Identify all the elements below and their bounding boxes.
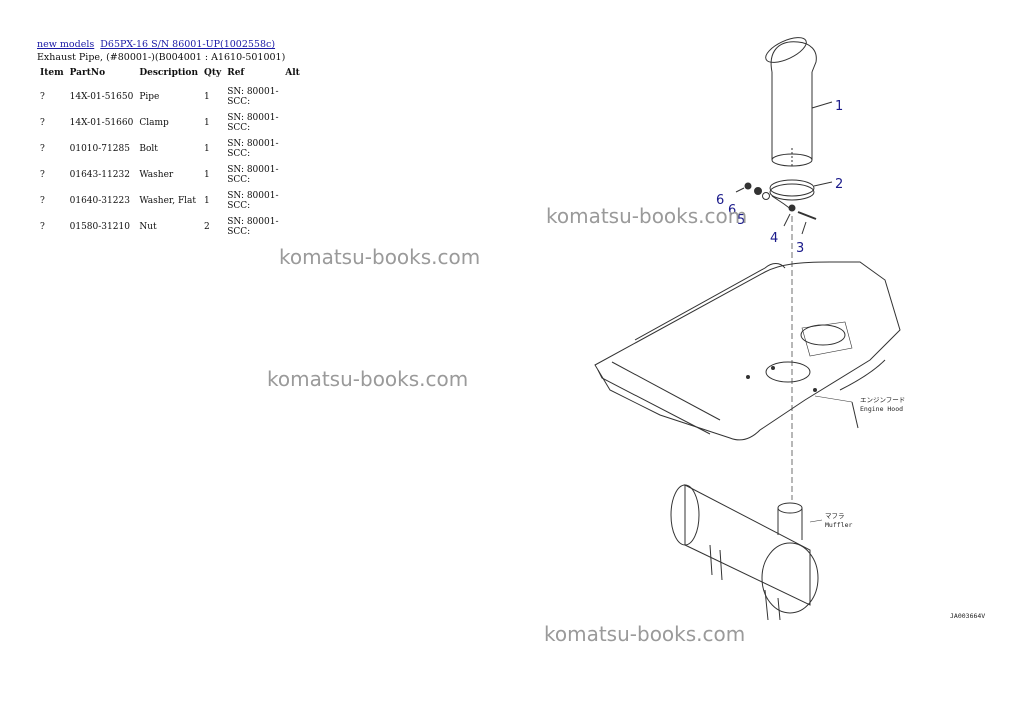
cell-description: Bolt bbox=[139, 144, 158, 154]
table-header-row: Item PartNo Description Qty Ref Alt bbox=[37, 66, 303, 84]
cell-description: Washer bbox=[139, 170, 174, 180]
callout-4: 4 bbox=[770, 231, 778, 246]
cell-ref: SN: 80001-SCC: bbox=[227, 113, 279, 133]
cell-qty: 1 bbox=[203, 170, 210, 180]
fasteners-drawing bbox=[735, 182, 817, 235]
cell-item: ? bbox=[40, 222, 45, 232]
cell-partno: 14X-01-51660 bbox=[69, 118, 134, 128]
cell-item: ? bbox=[40, 170, 45, 180]
clamp-drawing bbox=[769, 179, 833, 211]
engine-hood-label-jp: エンジンフード bbox=[860, 396, 905, 404]
table-row: ? 01640-31223 Washer, Flat 1 SN: 80001-S… bbox=[37, 188, 303, 214]
header-item: Item bbox=[40, 68, 64, 78]
watermark: komatsu-books.com bbox=[267, 367, 469, 391]
cell-description: Washer, Flat bbox=[139, 196, 197, 206]
callout-2: 2 bbox=[835, 177, 843, 192]
header-alt: Alt bbox=[285, 68, 300, 78]
cell-partno: 01010-71285 bbox=[69, 144, 130, 154]
page-subtitle: Exhaust Pipe, (#80001-)(B004001 : A1610-… bbox=[37, 52, 286, 63]
table-row: ? 14X-01-51650 Pipe 1 SN: 80001-SCC: bbox=[37, 84, 303, 110]
cell-alt bbox=[282, 136, 303, 162]
cell-partno: 01580-31210 bbox=[69, 222, 130, 232]
cell-qty: 1 bbox=[203, 92, 210, 102]
cell-item: ? bbox=[40, 92, 45, 102]
cell-qty: 2 bbox=[203, 222, 210, 232]
engine-hood-label-en: Engine Hood bbox=[860, 405, 903, 413]
exhaust-diagram: 1 2 3 4 5 6 6 エンジンフード Engine Hood マフラ Mu… bbox=[594, 37, 985, 621]
header-description: Description bbox=[139, 68, 198, 78]
breadcrumb: new models D65PX-16 S/N 86001-UP(1002558… bbox=[37, 39, 278, 50]
cell-item: ? bbox=[40, 144, 45, 154]
callout-3: 3 bbox=[796, 241, 804, 256]
cell-alt bbox=[282, 162, 303, 188]
callout-6b: 6 bbox=[716, 193, 724, 208]
cell-partno: 01643-11232 bbox=[69, 170, 130, 180]
header-qty: Qty bbox=[203, 68, 222, 78]
header-ref: Ref bbox=[227, 68, 245, 78]
watermark: komatsu-books.com bbox=[544, 622, 746, 646]
pipe-drawing bbox=[765, 37, 833, 167]
cell-partno: 14X-01-51650 bbox=[69, 92, 134, 102]
cell-ref: SN: 80001-SCC: bbox=[227, 191, 279, 211]
muffler-label-en: Muffler bbox=[825, 521, 852, 529]
table-row: ? 01580-31210 Nut 2 SN: 80001-SCC: bbox=[37, 214, 303, 240]
watermark: komatsu-books.com bbox=[546, 204, 748, 228]
cell-alt bbox=[282, 188, 303, 214]
watermark: komatsu-books.com bbox=[279, 245, 481, 269]
cell-qty: 1 bbox=[203, 196, 210, 206]
muffler-drawing bbox=[670, 484, 823, 621]
cell-qty: 1 bbox=[203, 144, 210, 154]
table-row: ? 01010-71285 Bolt 1 SN: 80001-SCC: bbox=[37, 136, 303, 162]
cell-item: ? bbox=[40, 196, 45, 206]
drawing-code: JA003664V bbox=[950, 612, 985, 620]
header-partno: PartNo bbox=[69, 68, 106, 78]
cell-qty: 1 bbox=[203, 118, 210, 128]
cell-ref: SN: 80001-SCC: bbox=[227, 217, 279, 237]
table-row: ? 01643-11232 Washer 1 SN: 80001-SCC: bbox=[37, 162, 303, 188]
cell-description: Nut bbox=[139, 222, 157, 232]
cell-alt bbox=[282, 214, 303, 240]
cell-item: ? bbox=[40, 118, 45, 128]
callout-6a: 6 bbox=[728, 203, 736, 218]
breadcrumb-link-new-models[interactable]: new models bbox=[37, 39, 95, 50]
callout-1: 1 bbox=[835, 99, 843, 114]
cell-partno: 01640-31223 bbox=[69, 196, 130, 206]
cell-ref: SN: 80001-SCC: bbox=[227, 165, 279, 185]
parts-table: Item PartNo Description Qty Ref Alt ? 14… bbox=[37, 66, 303, 240]
cell-ref: SN: 80001-SCC: bbox=[227, 139, 279, 159]
breadcrumb-link-model[interactable]: D65PX-16 S/N 86001-UP(1002558c) bbox=[100, 39, 276, 50]
muffler-label-jp: マフラ bbox=[825, 512, 845, 520]
cell-description: Clamp bbox=[139, 118, 169, 128]
table-row: ? 14X-01-51660 Clamp 1 SN: 80001-SCC: bbox=[37, 110, 303, 136]
callout-5: 5 bbox=[737, 213, 745, 228]
cell-ref: SN: 80001-SCC: bbox=[227, 87, 279, 107]
cell-alt bbox=[282, 84, 303, 110]
cell-alt bbox=[282, 110, 303, 136]
cell-description: Pipe bbox=[139, 92, 160, 102]
engine-hood-drawing bbox=[594, 261, 901, 441]
